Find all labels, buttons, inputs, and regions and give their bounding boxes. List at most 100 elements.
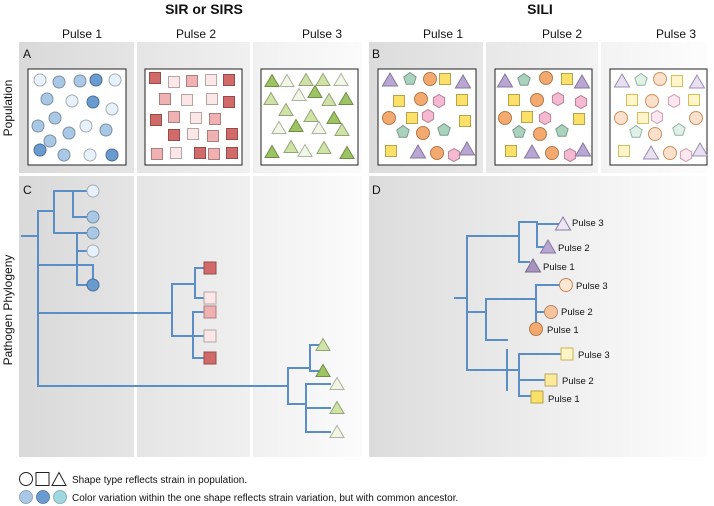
tip-square <box>203 305 217 319</box>
legend-color-light-icon <box>19 490 33 504</box>
legend-color-dark-icon <box>36 490 50 504</box>
hexagon-shape <box>679 147 693 163</box>
population-b2-shapes <box>496 71 592 163</box>
circle-shape <box>105 102 119 116</box>
tip-triangle <box>315 337 331 352</box>
tip-label: Pulse 1 <box>548 394 580 405</box>
square-shape <box>181 94 193 106</box>
col-header: Pulse 3 <box>656 27 696 41</box>
tip-circle <box>86 210 100 224</box>
circle-shape <box>33 73 47 87</box>
square-shape <box>168 76 180 88</box>
square-shape <box>573 113 585 125</box>
triangle-shape <box>315 72 331 87</box>
triangle-shape <box>307 84 323 99</box>
circle-shape <box>414 92 428 106</box>
separator <box>250 42 253 457</box>
square-shape <box>159 93 171 105</box>
hexagon-shape <box>432 93 446 109</box>
pentagon-shape <box>512 124 526 138</box>
square-shape <box>508 94 520 106</box>
tip-triangle <box>329 400 345 415</box>
tip-triangle <box>554 216 572 231</box>
circle-shape <box>689 111 703 125</box>
pentagon-shape <box>629 124 643 138</box>
square-shape <box>626 94 638 106</box>
square-shape <box>439 73 451 85</box>
hexagon-shape <box>421 108 435 124</box>
tip-circle <box>86 278 100 292</box>
square-shape <box>505 145 517 157</box>
circle-shape <box>423 72 437 86</box>
triangle-shape <box>311 120 327 135</box>
hexagon-shape <box>538 110 552 126</box>
tip-circle <box>86 226 100 240</box>
legend-circle-icon <box>19 472 33 486</box>
circle-shape <box>530 93 544 107</box>
tip-square <box>544 373 558 387</box>
tip-square <box>560 347 574 361</box>
triangle-shape <box>409 144 427 159</box>
circle-shape <box>83 148 97 162</box>
triangle-shape <box>264 73 280 88</box>
tree-branch <box>305 383 331 433</box>
legend-color-teal-icon <box>53 490 67 504</box>
population-a2-shapes <box>149 72 238 160</box>
triangle-shape <box>691 142 709 157</box>
tip-label: Pulse 2 <box>561 307 593 318</box>
circle-shape <box>108 73 122 87</box>
hexagon-shape <box>563 147 577 163</box>
tip-square <box>203 261 217 275</box>
square-shape <box>226 128 238 140</box>
square-shape <box>205 74 217 86</box>
triangle-shape <box>288 118 304 133</box>
circle-shape <box>86 95 100 109</box>
triangle-shape <box>458 141 476 156</box>
circle-shape <box>52 75 66 89</box>
triangle-shape <box>297 143 313 158</box>
tip-label: Pulse 3 <box>572 218 604 229</box>
triangle-shape <box>298 72 314 87</box>
square-shape <box>194 147 206 159</box>
square-shape <box>186 75 198 87</box>
square-shape <box>618 145 630 157</box>
square-shape <box>688 94 700 106</box>
triangle-shape <box>523 144 541 159</box>
hexagon-shape <box>574 94 588 110</box>
separator <box>483 42 486 173</box>
pentagon-shape <box>403 71 417 85</box>
tip-circle <box>544 305 558 319</box>
tip-square <box>530 390 544 404</box>
triangle-shape <box>263 91 279 106</box>
col-header: Pulse 1 <box>423 27 463 41</box>
circle-shape <box>498 111 512 125</box>
triangle-shape <box>271 120 287 135</box>
square-shape <box>168 111 180 123</box>
tip-circle <box>559 278 573 292</box>
square-shape <box>393 95 405 107</box>
population-a1-shapes <box>31 73 122 162</box>
title-left: SIR or SIRS <box>165 1 243 17</box>
square-shape <box>206 93 218 105</box>
tip-label: Pulse 3 <box>578 350 610 361</box>
triangle-shape <box>264 144 280 159</box>
title-right: SILI <box>527 1 553 17</box>
tip-circle <box>529 322 543 336</box>
hexagon-shape <box>667 93 681 109</box>
separator <box>134 42 137 457</box>
square-shape <box>223 74 235 86</box>
phylogeny-tips-c <box>86 184 345 439</box>
square-shape <box>208 148 220 160</box>
row-label-phylogeny: Pathogen Phylogeny <box>1 255 15 366</box>
tip-label: Pulse 3 <box>576 281 608 292</box>
circle-shape <box>99 123 113 137</box>
triangle-shape <box>321 92 337 107</box>
triangle-shape <box>326 110 342 125</box>
triangle-shape <box>339 145 355 160</box>
panel-letter-b: B <box>372 47 380 61</box>
circle-shape <box>653 72 667 86</box>
circle-shape <box>645 94 659 108</box>
triangle-shape <box>454 74 472 89</box>
panel-d-bg <box>369 176 707 457</box>
circle-shape <box>65 94 79 108</box>
